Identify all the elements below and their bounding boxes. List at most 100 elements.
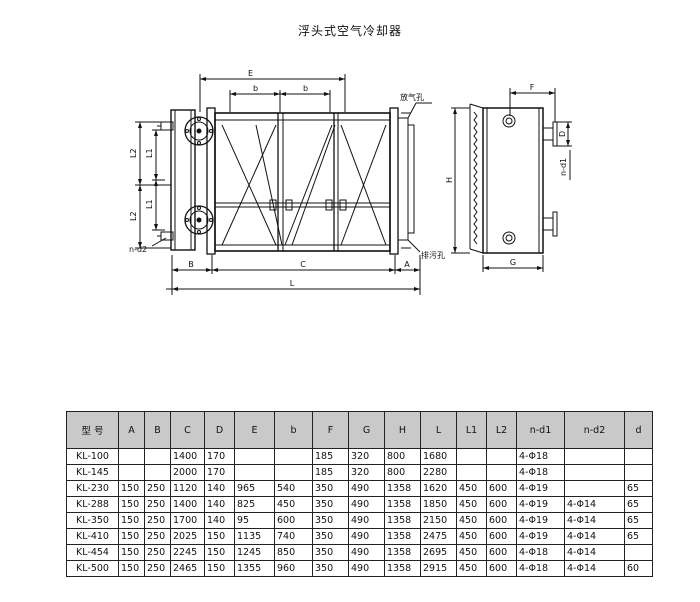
label-D: D bbox=[558, 131, 567, 137]
table-cell: 1400 bbox=[170, 448, 205, 465]
table-cell: 490 bbox=[348, 544, 385, 561]
column-header: C bbox=[170, 411, 205, 449]
table-cell: 490 bbox=[348, 560, 385, 577]
table-cell: 450 bbox=[456, 480, 487, 497]
table-cell bbox=[624, 544, 653, 561]
table-cell: 450 bbox=[456, 496, 487, 513]
table-cell: 2150 bbox=[420, 512, 457, 529]
table-cell: 1245 bbox=[234, 544, 275, 561]
column-header: n-d1 bbox=[516, 411, 565, 449]
table-cell: 4-Φ18 bbox=[516, 544, 565, 561]
table-cell: 250 bbox=[144, 496, 171, 513]
table-cell: 65 bbox=[624, 480, 653, 497]
table-cell: 450 bbox=[456, 544, 487, 561]
table-cell: 4-Φ14 bbox=[564, 528, 625, 545]
table-cell: 150 bbox=[118, 480, 145, 497]
document-title: 浮头式空气冷却器 bbox=[297, 24, 402, 38]
table-cell: 450 bbox=[456, 560, 487, 577]
label-B: B bbox=[188, 260, 194, 269]
label-L2-lower: L2 bbox=[129, 211, 138, 221]
model-cell: KL-454 bbox=[66, 544, 119, 561]
table-cell: 600 bbox=[486, 480, 517, 497]
table-cell: 350 bbox=[312, 496, 349, 513]
floating-head bbox=[397, 117, 409, 241]
table-cell: 170 bbox=[204, 464, 235, 481]
table-cell: 350 bbox=[312, 480, 349, 497]
table-cell bbox=[486, 448, 517, 465]
table-cell: 4-Φ14 bbox=[564, 512, 625, 529]
model-cell: KL-288 bbox=[66, 496, 119, 513]
table-cell bbox=[564, 464, 625, 481]
table-cell: 600 bbox=[486, 528, 517, 545]
table-cell: 490 bbox=[348, 512, 385, 529]
label-b-second: b bbox=[303, 84, 308, 93]
table-cell: 965 bbox=[234, 480, 275, 497]
table-cell: 150 bbox=[118, 544, 145, 561]
model-cell: KL-410 bbox=[66, 528, 119, 545]
model-cell: KL-145 bbox=[66, 464, 119, 481]
table-cell: 4-Φ14 bbox=[564, 496, 625, 513]
upper-nozzle-inner bbox=[189, 121, 209, 141]
table-cell: 825 bbox=[234, 496, 275, 513]
table-cell bbox=[486, 464, 517, 481]
table-cell bbox=[274, 448, 313, 465]
side-lower-nozzle bbox=[502, 231, 516, 245]
table-cell: 150 bbox=[118, 512, 145, 529]
table-cell: 600 bbox=[486, 544, 517, 561]
column-header: H bbox=[384, 411, 421, 449]
model-cell: KL-230 bbox=[66, 480, 119, 497]
table-cell: 2000 bbox=[170, 464, 205, 481]
right-tube-plate bbox=[389, 107, 399, 255]
label-G: G bbox=[510, 258, 516, 267]
table-cell bbox=[274, 464, 313, 481]
table-cell bbox=[564, 480, 625, 497]
table-cell: 320 bbox=[348, 464, 385, 481]
table-cell: 350 bbox=[312, 528, 349, 545]
table-cell: 2245 bbox=[170, 544, 205, 561]
table-cell: 1358 bbox=[384, 544, 421, 561]
label-H: H bbox=[445, 177, 454, 183]
label-L1-lower: L1 bbox=[145, 199, 154, 209]
column-header: E bbox=[234, 411, 275, 449]
table-cell: 150 bbox=[204, 544, 235, 561]
table-cell: 150 bbox=[204, 528, 235, 545]
model-cell: KL-100 bbox=[66, 448, 119, 465]
table-cell: 2695 bbox=[420, 544, 457, 561]
table-cell: 4-Φ18 bbox=[516, 464, 565, 481]
column-header: n-d2 bbox=[564, 411, 625, 449]
table-cell: 185 bbox=[312, 448, 349, 465]
model-cell: KL-350 bbox=[66, 512, 119, 529]
label-A: A bbox=[404, 260, 410, 269]
table-cell: 350 bbox=[312, 512, 349, 529]
table-cell: 1135 bbox=[234, 528, 275, 545]
table-cell: 4-Φ14 bbox=[564, 544, 625, 561]
table-cell: 250 bbox=[144, 480, 171, 497]
table-cell: 1850 bbox=[420, 496, 457, 513]
table-cell: 1680 bbox=[420, 448, 457, 465]
table-cell: 2915 bbox=[420, 560, 457, 577]
table-cell: 1400 bbox=[170, 496, 205, 513]
column-header: d bbox=[624, 411, 653, 449]
table-cell: 140 bbox=[204, 480, 235, 497]
table-cell: 1355 bbox=[234, 560, 275, 577]
table-cell: 185 bbox=[312, 464, 349, 481]
table-cell: 2025 bbox=[170, 528, 205, 545]
table-cell: 960 bbox=[274, 560, 313, 577]
table-cell: 850 bbox=[274, 544, 313, 561]
table-cell: 1358 bbox=[384, 560, 421, 577]
cooler-technical-drawing: E b b 放气孔 排污孔 L2 L1 L2 L1 n-d2 B C A L H… bbox=[129, 69, 572, 295]
label-E: E bbox=[248, 69, 253, 78]
table-cell: 65 bbox=[624, 496, 653, 513]
column-header: A bbox=[118, 411, 145, 449]
table-cell: 1700 bbox=[170, 512, 205, 529]
table-cell bbox=[234, 448, 275, 465]
column-header: F bbox=[312, 411, 349, 449]
table-cell: 4-Φ18 bbox=[516, 560, 565, 577]
table-cell: 2280 bbox=[420, 464, 457, 481]
table-cell: 4-Φ19 bbox=[516, 480, 565, 497]
